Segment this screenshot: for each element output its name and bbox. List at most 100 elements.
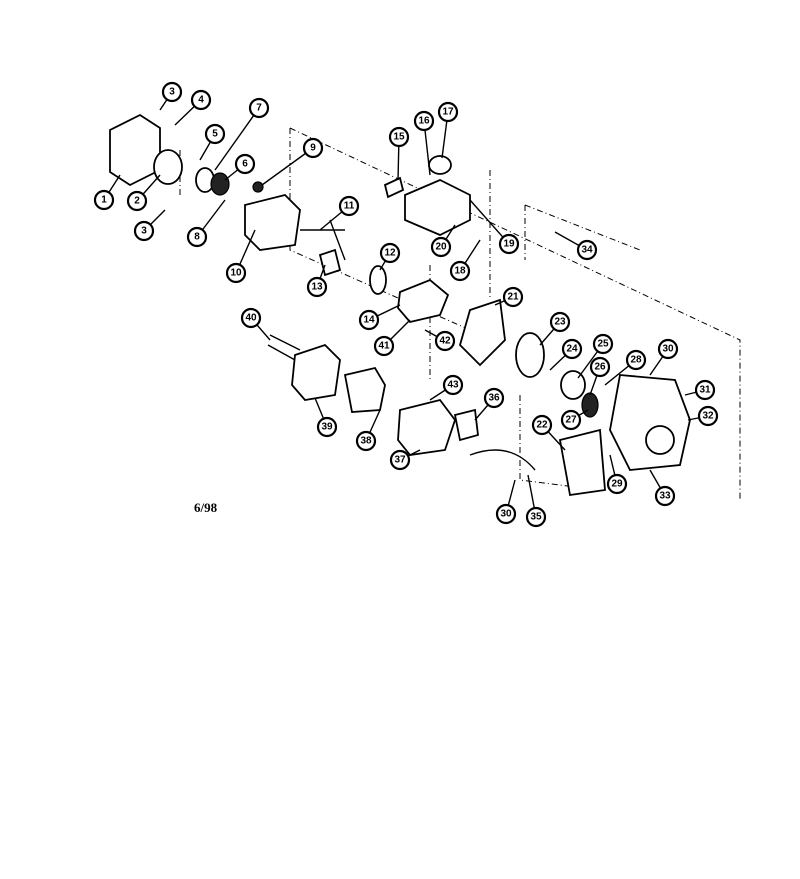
- leader-line: [214, 107, 260, 171]
- callout-3: 3: [161, 81, 183, 103]
- callout-37: 37: [389, 449, 411, 471]
- callout-31: 31: [694, 379, 716, 401]
- ignition-plate: [458, 298, 506, 367]
- callout-11: 11: [338, 195, 360, 217]
- callout-28: 28: [625, 349, 647, 371]
- callout-number: 20: [435, 242, 447, 253]
- callout-9: 9: [302, 137, 324, 159]
- fuel-cap: [428, 155, 452, 175]
- callout-19: 19: [498, 233, 520, 255]
- callout-number: 25: [597, 339, 609, 350]
- callout-number: 3: [141, 226, 147, 237]
- flywheel: [515, 332, 545, 378]
- callout-number: 26: [594, 362, 606, 373]
- callout-number: 3: [169, 87, 175, 98]
- callout-40: 40: [240, 307, 262, 329]
- callout-38: 38: [355, 430, 377, 452]
- callout-number: 35: [530, 512, 542, 523]
- callout-number: 43: [447, 380, 459, 391]
- callout-number: 28: [630, 355, 642, 366]
- muffler-cover: [291, 343, 341, 401]
- callout-number: 17: [442, 107, 454, 118]
- callout-number: 2: [134, 196, 140, 207]
- callout-number: 5: [212, 129, 218, 140]
- callout-30: 30: [657, 338, 679, 360]
- callout-42: 42: [434, 330, 456, 352]
- callout-4: 4: [190, 89, 212, 111]
- fuel-tank: [404, 179, 471, 236]
- callout-26: 26: [589, 356, 611, 378]
- carburetor: [397, 278, 450, 324]
- shield: [558, 428, 606, 497]
- starter-housing: [609, 374, 691, 471]
- callout-33: 33: [654, 485, 676, 507]
- callout-number: 39: [321, 422, 333, 433]
- callout-number: 37: [394, 455, 406, 466]
- callout-number: 29: [611, 479, 623, 490]
- callout-14: 14: [358, 309, 380, 331]
- callout-number: 31: [699, 385, 711, 396]
- callout-number: 21: [507, 292, 519, 303]
- callout-18: 18: [449, 260, 471, 282]
- callout-7: 7: [248, 97, 270, 119]
- callout-1: 1: [93, 189, 115, 211]
- callout-number: 27: [565, 415, 577, 426]
- callout-20: 20: [430, 236, 452, 258]
- callout-number: 16: [418, 116, 430, 127]
- callout-number: 22: [536, 420, 548, 431]
- callout-10: 10: [225, 262, 247, 284]
- muffler: [343, 366, 386, 413]
- callout-number: 15: [393, 132, 405, 143]
- callout-6: 6: [234, 153, 256, 175]
- callout-number: 11: [344, 201, 355, 212]
- callout-17: 17: [437, 101, 459, 123]
- callout-number: 34: [581, 245, 593, 256]
- callout-15: 15: [388, 126, 410, 148]
- callout-3: 3: [133, 220, 155, 242]
- engine-housing: [244, 194, 301, 251]
- callout-number: 41: [378, 341, 390, 352]
- cylinder: [397, 398, 457, 456]
- callout-22: 22: [531, 414, 553, 436]
- callout-number: 40: [245, 313, 257, 324]
- callout-number: 12: [384, 248, 396, 259]
- callout-32: 32: [697, 405, 719, 427]
- callout-41: 41: [373, 335, 395, 357]
- callout-39: 39: [316, 416, 338, 438]
- callout-35: 35: [525, 506, 547, 528]
- callout-30: 30: [495, 503, 517, 525]
- callout-8: 8: [186, 226, 208, 248]
- callout-number: 38: [360, 436, 372, 447]
- callout-number: 6: [242, 159, 248, 170]
- callout-34: 34: [576, 239, 598, 261]
- callout-23: 23: [549, 311, 571, 333]
- callout-number: 24: [566, 344, 578, 355]
- callout-21: 21: [502, 286, 524, 308]
- callout-number: 1: [101, 195, 107, 206]
- callout-number: 32: [702, 411, 714, 422]
- callout-number: 18: [454, 266, 466, 277]
- callout-2: 2: [126, 190, 148, 212]
- callout-25: 25: [592, 333, 614, 355]
- leader-line: [261, 147, 314, 186]
- callout-number: 4: [198, 95, 204, 106]
- callout-27: 27: [560, 409, 582, 431]
- callout-number: 36: [488, 393, 500, 404]
- callout-number: 10: [230, 268, 242, 279]
- callout-13: 13: [306, 276, 328, 298]
- cover-part: [109, 113, 161, 187]
- callout-29: 29: [606, 473, 628, 495]
- parts: [109, 113, 691, 497]
- clutch-drum: [153, 149, 183, 185]
- callout-number: 13: [311, 282, 323, 293]
- callout-24: 24: [561, 338, 583, 360]
- callout-number: 42: [439, 336, 451, 347]
- callout-number: 7: [256, 103, 262, 114]
- callout-5: 5: [204, 123, 226, 145]
- callout-number: 8: [194, 232, 200, 243]
- callout-number: 14: [363, 315, 375, 326]
- callout-36: 36: [483, 387, 505, 409]
